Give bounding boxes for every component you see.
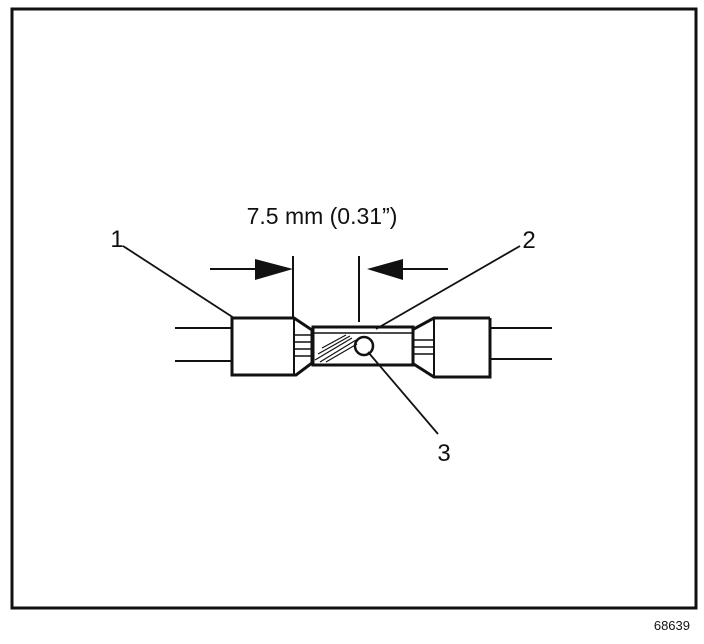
callout-2: 2 (522, 227, 535, 254)
dimension-arrow-right (367, 259, 448, 280)
dimension-label: 7.5 mm (0.31”) (247, 203, 398, 229)
wire-right (490, 327, 552, 360)
splice-sleeve-left (230, 316, 314, 377)
wire-left (175, 327, 233, 362)
inspection-hole (353, 335, 375, 357)
figure-reference-id: 68639 (654, 618, 690, 633)
callout-3: 3 (437, 440, 450, 467)
butt-connector (311, 325, 415, 367)
figure-frame (10, 7, 698, 610)
callout-1: 1 (110, 226, 123, 253)
leader-line-2 (375, 245, 521, 330)
leader-line-3 (367, 351, 439, 435)
leader-line-1 (122, 245, 235, 319)
splice-sleeve-right (411, 316, 492, 379)
dimension-arrow-left (210, 259, 293, 280)
